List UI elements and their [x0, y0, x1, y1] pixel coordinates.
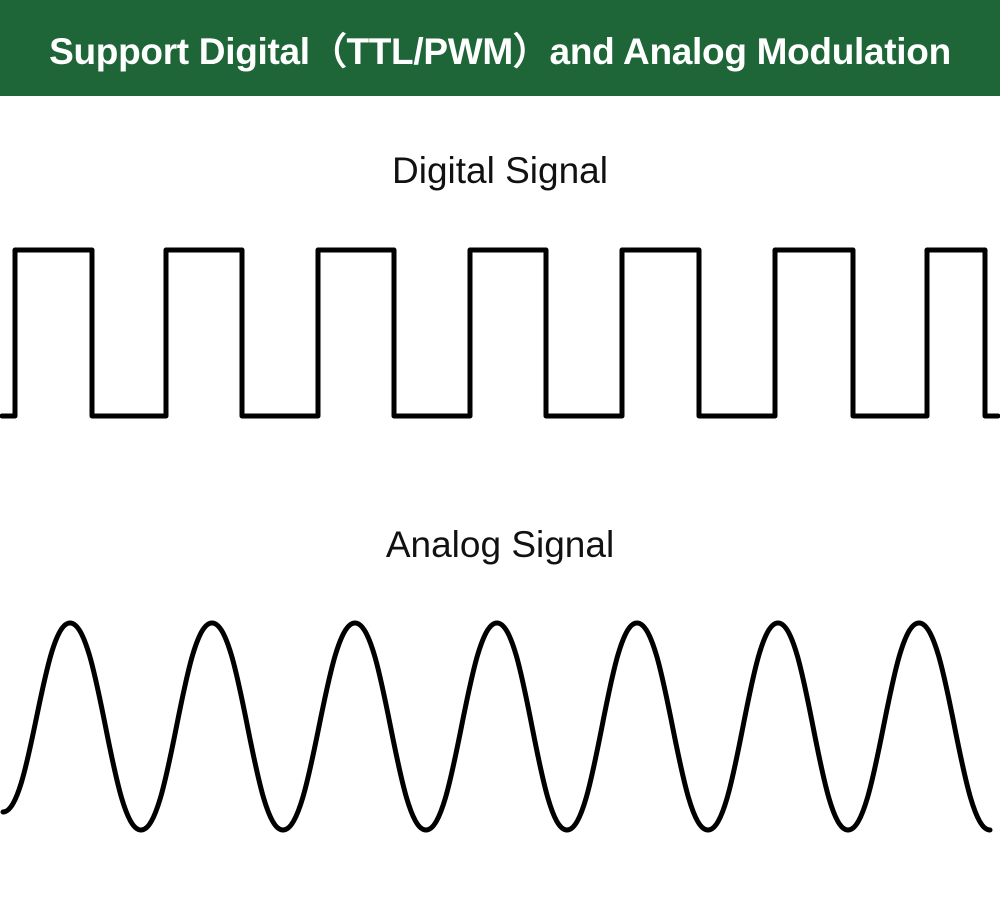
digital-waveform	[0, 247, 1000, 419]
banner-title: Support Digital（TTL/PWM）and Analog Modul…	[49, 31, 951, 72]
digital-signal-label: Digital Signal	[392, 150, 608, 191]
analog-signal-label: Analog Signal	[385, 524, 615, 565]
header-banner: Support Digital（TTL/PWM）and Analog Modul…	[0, 0, 1000, 96]
square-wave-path	[0, 247, 1000, 419]
analog-waveform	[0, 620, 993, 833]
sine-wave-path	[0, 620, 993, 833]
